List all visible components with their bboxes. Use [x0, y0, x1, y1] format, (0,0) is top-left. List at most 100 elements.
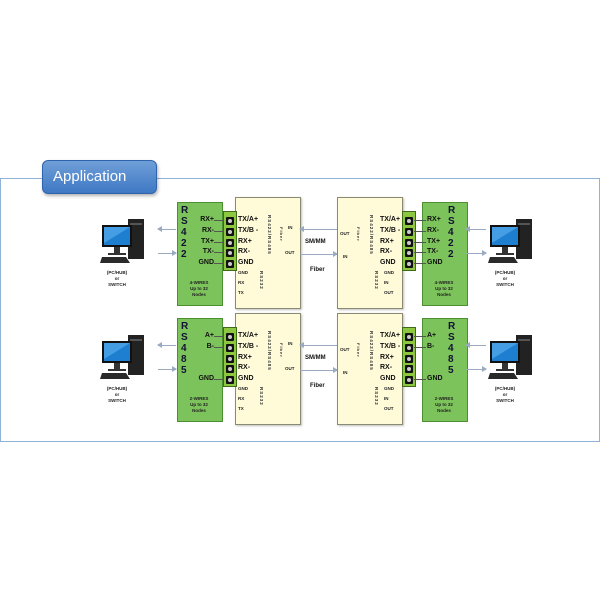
- row1-link-mode: SM/MM: [305, 239, 326, 245]
- row1-right-rs232-pin: GND: [384, 270, 394, 275]
- row1-right-computer-label: (PC/HUB): [494, 270, 516, 275]
- row1-right-fiber-label: Fiber: [356, 227, 361, 242]
- row1-right-converter-pin: RX-: [380, 248, 393, 255]
- row1-left-computer-label: or: [114, 276, 120, 281]
- row1-right-converter-pin: TX/B -: [380, 227, 401, 234]
- row1-right-standard-char: S: [448, 216, 455, 227]
- row2-left-converter: [235, 313, 301, 425]
- screw-terminal-icon: [226, 239, 234, 247]
- row1-right-arrow-out: [466, 250, 487, 256]
- row1-right-arrow-in: [465, 226, 486, 232]
- row2-right-standard-char: 8: [448, 354, 454, 365]
- row1-right-converter-pin: TX/A+: [380, 216, 401, 223]
- row2-left-fiber-label: Fiber: [279, 343, 284, 358]
- row1-right-converter-pin: GND: [380, 259, 396, 266]
- row1-right-pin-label: TX-: [427, 248, 439, 255]
- row2-right-note: Nodes: [437, 408, 451, 413]
- row2-right-wire: [414, 336, 426, 337]
- screw-terminal-icon: [405, 355, 413, 363]
- row2-left-standard-char: 5: [181, 365, 187, 376]
- screw-terminal-icon: [226, 217, 234, 225]
- row1-left-fiber-label: Fiber: [279, 227, 284, 242]
- row2-right-fiber-in: IN: [343, 370, 348, 375]
- screw-terminal-icon: [405, 344, 413, 352]
- row1-right-computer-icon: [488, 217, 538, 267]
- row2-left-rs232-pin: RX: [238, 396, 245, 401]
- screw-terminal-icon: [405, 249, 413, 257]
- row1-left-converter-pin: TX/A+: [238, 216, 259, 223]
- row2-left-arrow-in: [158, 366, 177, 372]
- row2-right-arrow-out: [466, 366, 487, 372]
- row1-left-wire: [214, 242, 224, 243]
- row2-left-rs232-pin: GND: [238, 386, 248, 391]
- row1-right-wire: [414, 252, 426, 253]
- row2-left-fiber-out: OUT: [285, 366, 295, 371]
- row2-right-computer-label: SWITCH: [496, 398, 514, 403]
- row2-right-standard-char: 4: [448, 343, 454, 354]
- row1-right-serial-label: RS422/RS485: [369, 215, 374, 255]
- row1-right-fiber-out: OUT: [340, 231, 350, 236]
- row1-right-standard-char: 2: [448, 249, 454, 260]
- row2-left-computer-icon: [100, 333, 150, 383]
- screw-terminal-icon: [405, 217, 413, 225]
- row2-left-note: Up to 32: [190, 402, 208, 407]
- row2-right-rs232-label: RS232: [374, 387, 379, 406]
- row1-left-standard-char: 2: [181, 249, 187, 260]
- row2-left-pin-label: A+: [204, 332, 214, 339]
- row2-left-converter-pin: TX/B -: [238, 343, 259, 350]
- row2-right-module: [422, 318, 468, 422]
- row2-right-converter-pin: TX/B -: [380, 343, 401, 350]
- row2-right-note: 2-WIRES: [434, 396, 454, 401]
- row2-left-fiber-in: IN: [288, 341, 293, 346]
- row2-left-module: [177, 318, 223, 422]
- row2-right-converter-pin: TX/A+: [380, 332, 401, 339]
- row1-left-converter: [235, 197, 301, 309]
- row1-left-pin-label: TX+: [200, 238, 214, 245]
- row2-right-standard-char: S: [448, 332, 455, 343]
- row1-right-wire: [414, 263, 426, 264]
- row1-right-rs232-pin: IN: [384, 280, 389, 285]
- row2-right-arrow-in: [465, 342, 486, 348]
- row2-right-serial-label: RS422/RS485: [369, 331, 374, 371]
- row2-right-rs232-pin: OUT: [384, 406, 394, 411]
- row2-fiber-link-to-right: [300, 367, 338, 373]
- row1-right-fiber-in: IN: [343, 254, 348, 259]
- row2-link-medium: Fiber: [310, 383, 325, 389]
- row2-link-mode: SM/MM: [305, 355, 326, 361]
- screw-terminal-icon: [226, 228, 234, 236]
- row1-left-rs232-pin: GND: [238, 270, 248, 275]
- row2-left-terminal-block: [223, 327, 237, 387]
- section-title-tab: Application: [42, 160, 157, 194]
- row1-left-fiber-in: IN: [288, 225, 293, 230]
- row1-right-pin-label: GND: [427, 259, 443, 266]
- screw-terminal-icon: [226, 355, 234, 363]
- row2-right-computer-label: or: [502, 392, 508, 397]
- row1-left-note: Up to 32: [190, 286, 208, 291]
- row1-left-computer-icon: [100, 217, 150, 267]
- row1-left-wire: [214, 252, 224, 253]
- row2-right-wire: [414, 347, 426, 348]
- row1-right-pin-label: TX+: [427, 238, 441, 245]
- row1-left-converter-pin: GND: [238, 259, 254, 266]
- row2-left-computer-label: or: [114, 392, 120, 397]
- row1-left-computer-label: SWITCH: [108, 282, 126, 287]
- row2-left-wire: [214, 336, 224, 337]
- row2-left-pin-label: GND: [198, 375, 214, 382]
- row1-left-converter-pin: RX+: [238, 238, 252, 245]
- row2-right-pin-label: A+: [427, 332, 437, 339]
- row1-right-module: [422, 202, 468, 306]
- row2-right-note: Up to 32: [435, 402, 453, 407]
- row2-right-converter-pin: GND: [380, 375, 396, 382]
- row1-left-arrow-out: [157, 226, 176, 232]
- row2-left-converter-pin: TX/A+: [238, 332, 259, 339]
- row2-fiber-link-to-left: [299, 342, 337, 348]
- row2-left-wire: [214, 347, 224, 348]
- row2-right-pin-label: B-: [427, 343, 435, 350]
- row1-right-standard-char: R: [448, 205, 456, 216]
- row2-left-converter-pin: GND: [238, 375, 254, 382]
- screw-terminal-icon: [405, 376, 413, 384]
- row1-left-standard-char: R: [181, 205, 189, 216]
- screw-terminal-icon: [405, 228, 413, 236]
- row1-left-pin-label: RX-: [201, 227, 214, 234]
- screw-terminal-icon: [405, 239, 413, 247]
